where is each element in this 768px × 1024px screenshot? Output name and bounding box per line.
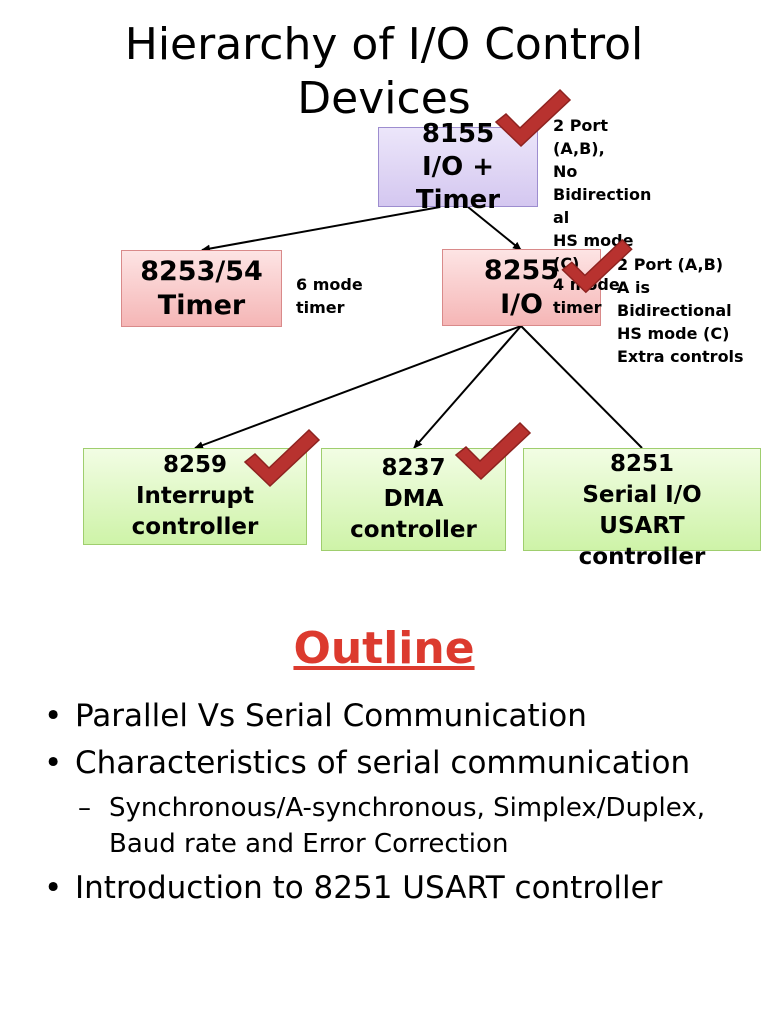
box-8255: 8255 I/O [442, 249, 601, 326]
connector-8255-8251 [520, 325, 643, 449]
box-8255-line-2: I/O [500, 288, 543, 320]
note-8253: 6 mode timer [296, 275, 363, 317]
box-8237-line-2: DMA [383, 486, 444, 512]
list-item: Parallel Vs Serial Communication [44, 696, 744, 737]
box-8253-line-1: 8253/54 [140, 255, 263, 287]
outline-heading: Outline [293, 623, 475, 674]
list-subitem: Synchronous/A-synchronous, Simplex/Duple… [78, 790, 744, 862]
box-8253: 8253/54 Timer [121, 250, 282, 327]
box-8251-line-4: controller [578, 544, 706, 570]
box-8259: 8259 Interrupt controller [83, 448, 307, 545]
outline-list: Parallel Vs Serial Communication Charact… [44, 696, 744, 915]
connector-8155-8253 [201, 206, 441, 253]
connector-8255-8259 [194, 325, 522, 449]
page-title: Hierarchy of I/O Control Devices [124, 19, 644, 124]
box-8253-line-2: Timer [157, 289, 246, 321]
checkmark-icon [454, 421, 532, 481]
box-8237-line-1: 8237 [381, 455, 446, 481]
box-8237: 8237 DMA controller [321, 448, 506, 551]
connector-8255-8237 [413, 325, 522, 449]
box-8255-line-1: 8255 [483, 254, 560, 286]
box-8155-line-3: Timer [415, 184, 501, 215]
box-8155: 8155 I/O + Timer [378, 119, 538, 215]
box-8251-line-3: USART [599, 513, 685, 539]
list-item: Characteristics of serial communication [44, 743, 744, 784]
box-8259-line-3: controller [131, 514, 259, 540]
box-8155-line-1: 8155 [421, 118, 495, 149]
connector-8155-8255 [467, 206, 522, 251]
box-8251-line-2: Serial I/O [582, 482, 702, 508]
note-8255: 2 Port (A,B) A is Bidirectional HS mode … [617, 255, 744, 366]
box-8251-line-1: 8251 [609, 451, 674, 477]
checkmark-icon [243, 428, 321, 488]
list-item: Introduction to 8251 USART controller [44, 868, 744, 909]
box-8259-line-2: Interrupt [135, 483, 255, 509]
note-8155: 2 Port (A,B), No Bidirection al HS mode … [553, 116, 652, 273]
box-8251: 8251 Serial I/O USART controller [523, 448, 761, 570]
checkmark-icon [494, 88, 572, 148]
checkmark-icon [561, 238, 633, 294]
box-8237-line-3: controller [350, 517, 477, 543]
box-8155-line-2: I/O + [421, 151, 495, 182]
box-8259-line-1: 8259 [162, 452, 227, 478]
